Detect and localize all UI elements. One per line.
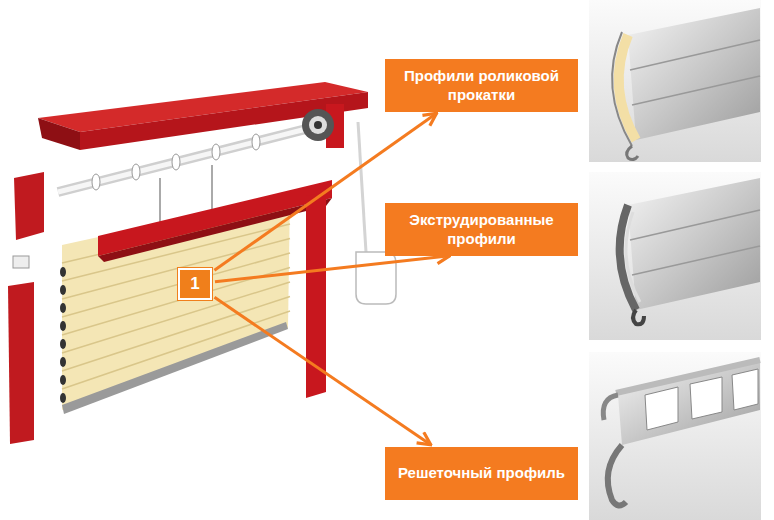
slat-end: [60, 285, 66, 295]
slat-end: [60, 339, 66, 349]
roll-formed-slat: [628, 8, 760, 140]
slat-line: [62, 282, 290, 353]
slat-groove: [630, 210, 760, 240]
grille-roll: [603, 395, 618, 420]
photo-panel: [589, 352, 761, 520]
strap: [159, 178, 161, 222]
slat-ends: [60, 267, 66, 403]
grille-hole: [732, 369, 758, 410]
side-cap: [14, 172, 44, 240]
axle-ring: [252, 134, 260, 150]
cord: [358, 122, 366, 252]
grille-hook: [608, 445, 626, 506]
slat-end: [60, 393, 66, 403]
grille-hole: [645, 387, 678, 430]
node-text: Решеточный профиль: [398, 463, 565, 483]
slat-end: [60, 321, 66, 331]
extruded-slat: [628, 178, 760, 310]
guide-rail: [8, 282, 34, 444]
end-disc-hub: [314, 121, 322, 129]
photo-panel: [589, 172, 761, 340]
grille-rim: [616, 360, 760, 393]
slat-groove: [630, 40, 760, 70]
arrow-connector: [215, 256, 450, 282]
hood-front: [80, 92, 368, 150]
slat-hook: [627, 146, 638, 160]
strap: [211, 165, 213, 212]
slat-groove: [632, 76, 760, 105]
slat-line: [62, 239, 290, 300]
callout: 1: [178, 268, 212, 300]
hood-end: [38, 118, 80, 150]
cover-strip-edge: [98, 198, 332, 262]
slat-end: [60, 267, 66, 277]
cord-box: [356, 252, 396, 304]
slat-outline: [612, 32, 632, 146]
end-disc: [302, 109, 334, 141]
slat-end: [60, 357, 66, 367]
slat-cavity: [626, 212, 640, 302]
node-text: Профили роликовой прокатки: [395, 66, 568, 105]
axle-highlight: [58, 128, 310, 192]
slat-end: [60, 375, 66, 385]
label-box: Решеточный профиль: [385, 447, 578, 500]
bottom-bar: [62, 322, 288, 414]
node-text: Экструдированные профили: [395, 210, 568, 249]
slat-line: [62, 311, 290, 389]
end-disc-inner: [309, 116, 327, 134]
axle-ring: [172, 154, 180, 170]
slat-section: [620, 205, 636, 310]
axle-ring: [132, 164, 140, 180]
axle-ring: [212, 144, 220, 160]
axle-ring: [92, 174, 100, 190]
photo-panel: [589, 0, 761, 162]
rail-cap: [13, 256, 29, 268]
node-text: 1: [190, 275, 199, 294]
label-box: Профили роликовой прокатки: [385, 59, 578, 112]
connectors: [214, 113, 449, 445]
arrow-connector: [214, 297, 430, 445]
cover-strip: [98, 180, 332, 256]
slat-end: [60, 303, 66, 313]
slat-groove: [632, 246, 760, 275]
label-box: Экструдированные профили: [385, 203, 578, 256]
axle: [58, 128, 310, 192]
slat-hook: [633, 310, 644, 324]
grille-hole: [690, 377, 722, 419]
